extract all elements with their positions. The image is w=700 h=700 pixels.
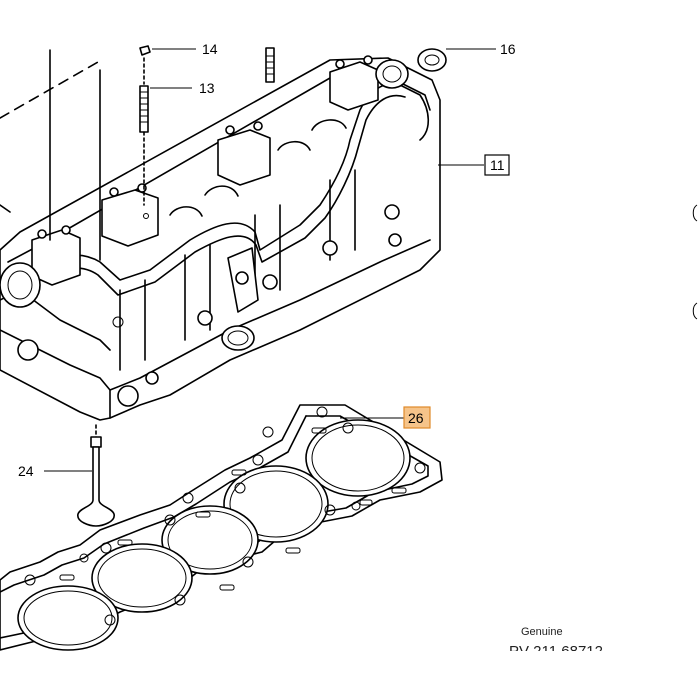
callout-11-box: 11 (484, 154, 510, 176)
callout-26-box-highlighted[interactable]: 26 (403, 406, 431, 429)
stud (265, 47, 275, 83)
cam-bearing-cap (217, 121, 271, 186)
cam-bearing-cap (329, 55, 379, 111)
genuine-label: Genuine (521, 626, 563, 638)
cam-bearing-cap (31, 225, 81, 286)
threaded-stud-part-13 (139, 57, 149, 206)
stud-part-14 (139, 45, 151, 56)
callout-16: 16 (500, 41, 516, 57)
cylinder-head (0, 45, 447, 421)
callout-leaders (44, 48, 496, 472)
callout-14: 14 (202, 41, 218, 57)
callout-24: 24 (18, 463, 34, 479)
bottom-mask (490, 651, 700, 700)
callout-13: 13 (199, 80, 215, 96)
head-gasket-part-26 (0, 404, 443, 651)
seal-washer-part-16 (417, 48, 447, 72)
valve-part-24 (77, 424, 115, 527)
edge-mark (692, 204, 698, 222)
callout-11: 11 (490, 157, 505, 173)
edge-mark (692, 302, 698, 320)
callout-26[interactable]: 26 (408, 410, 424, 426)
